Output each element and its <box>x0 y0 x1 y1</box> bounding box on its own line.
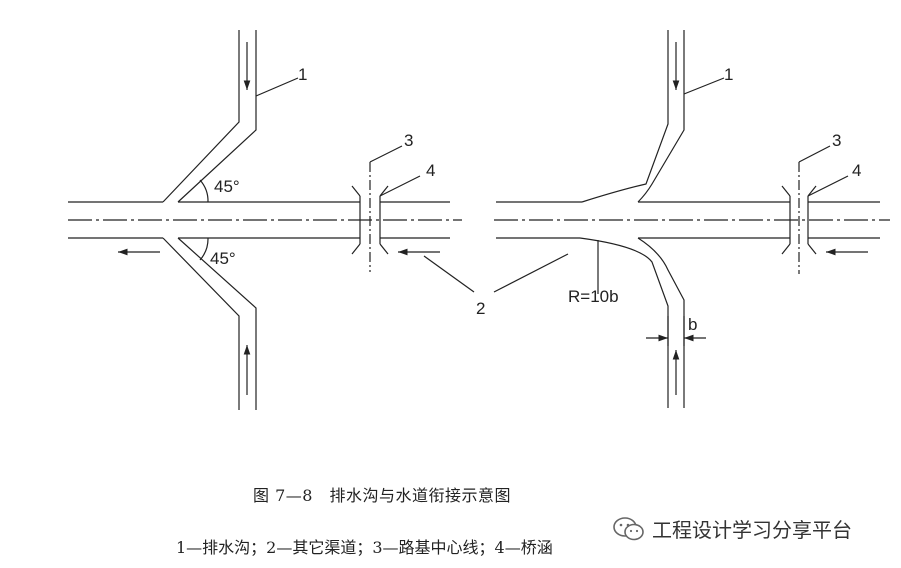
leader-4-right <box>807 175 849 197</box>
left-upper-ditch-outer <box>162 30 240 203</box>
figure-caption: 图 7—8 排水沟与水道衔接示意图 <box>253 486 511 505</box>
right-junction <box>494 30 890 408</box>
left-junction <box>68 30 462 410</box>
label-1-right: 1 <box>724 65 733 84</box>
label-4-right: 4 <box>852 161 861 180</box>
label-1-left: 1 <box>298 65 307 84</box>
right-lower-ditch-outer <box>579 237 669 408</box>
watermark-text: 工程设计学习分享平台 <box>652 518 852 542</box>
leader-3-right <box>798 145 831 163</box>
label-4-left: 4 <box>426 161 435 180</box>
label-angle-top: 45° <box>214 177 240 196</box>
right-upper-ditch-inner <box>637 30 685 203</box>
legend-caption: 1—排水沟；2—其它渠道；3—路基中心线；4—桥涵 <box>176 538 553 557</box>
wechat-icon <box>613 516 644 540</box>
angle-arc-bottom <box>199 237 209 261</box>
leader-2-right <box>493 253 569 293</box>
label-2: 2 <box>476 299 485 318</box>
label-angle-bottom: 45° <box>210 249 236 268</box>
angle-arc-top <box>199 179 209 203</box>
right-lower-ditch-inner <box>637 237 685 408</box>
left-lower-ditch-outer <box>162 237 240 410</box>
watermark: 工程设计学习分享平台 <box>612 514 852 543</box>
left-culvert <box>351 162 389 272</box>
leader-1-left <box>255 77 299 97</box>
right-upper-ditch-outer <box>581 30 669 203</box>
leader-2-left <box>423 255 475 293</box>
leader-4-left <box>379 175 421 197</box>
left-lower-ditch-inner <box>177 237 257 410</box>
left-upper-ditch-inner <box>177 30 257 203</box>
right-culvert <box>781 162 817 274</box>
label-b: b <box>688 315 697 334</box>
label-radius: R=10b <box>568 287 619 306</box>
label-3-right: 3 <box>832 131 841 150</box>
label-3-left: 3 <box>404 131 413 150</box>
leader-3-left <box>369 145 403 163</box>
leader-1-right <box>683 77 725 95</box>
